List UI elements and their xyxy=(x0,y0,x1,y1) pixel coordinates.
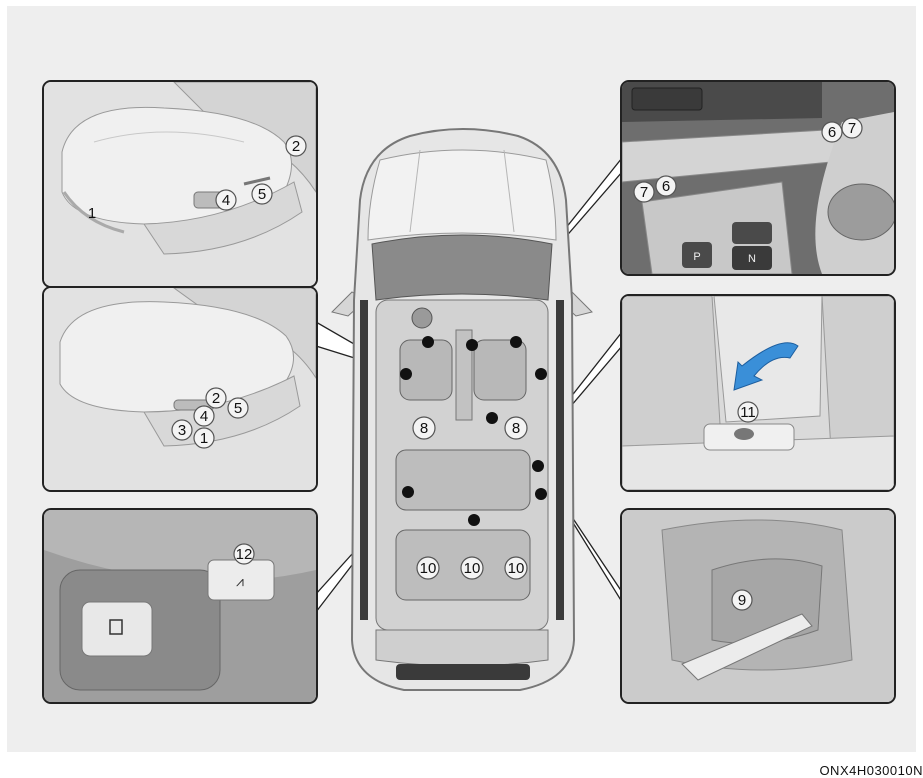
figure-code: ONX4H030010N xyxy=(819,763,923,778)
dot-passenger-rear-door-upper xyxy=(532,460,544,472)
seat-upper-label-2: 2 xyxy=(292,138,300,155)
seat-lower-label-1: 1 xyxy=(200,430,208,447)
dot-rear-center xyxy=(468,514,480,526)
console-n-button: N xyxy=(748,253,756,265)
panel-rear-seat-armrest: 11 xyxy=(620,294,896,492)
rear-door-label-9: 9 xyxy=(738,592,746,609)
console-label-7-right: 7 xyxy=(848,120,856,137)
seat-lower-label-2: 2 xyxy=(212,390,220,407)
seat-upper-label-5: 5 xyxy=(258,186,266,203)
panel-front-seat-upper: 1 2 4 5 xyxy=(42,80,318,288)
dot-driver-side xyxy=(400,368,412,380)
svg-text:⩘: ⩘ xyxy=(236,574,244,590)
panel-door-window-switch: ⩘ 12 xyxy=(42,508,318,704)
console-label-6-left: 6 xyxy=(662,178,670,195)
car-label-10-center: 10 xyxy=(464,560,481,577)
car-label-10-right: 10 xyxy=(508,560,525,577)
dot-passenger-rear-door-lower xyxy=(535,488,547,500)
dot-console-front xyxy=(466,339,478,351)
seat-upper-label-4: 4 xyxy=(222,192,230,209)
seat-upper-label-1: 1 xyxy=(88,205,96,222)
seat-lower-label-4: 4 xyxy=(200,408,208,425)
seat-lower-label-5: 5 xyxy=(234,400,242,417)
car-label-8-left: 8 xyxy=(420,420,428,437)
dot-passenger-seat xyxy=(510,336,522,348)
console-label-7-left: 7 xyxy=(640,184,648,201)
seat-lower-label-3: 3 xyxy=(178,422,186,439)
console-p-button: P xyxy=(693,251,700,263)
console-label-6-right: 6 xyxy=(828,124,836,141)
rear-seat-label-11: 11 xyxy=(740,404,756,421)
panel-front-seat-lower: 2 4 5 3 1 xyxy=(42,286,318,492)
dot-driver-seat xyxy=(422,336,434,348)
dot-driver-rear-door xyxy=(402,486,414,498)
door-label-12: 12 xyxy=(236,546,253,563)
dot-passenger-side xyxy=(535,368,547,380)
panel-center-console: P N 7 6 6 7 xyxy=(620,80,896,276)
panel-rear-door-handle: 9 xyxy=(620,508,896,704)
dot-center xyxy=(486,412,498,424)
car-label-8-right: 8 xyxy=(512,420,520,437)
car-label-10-left: 10 xyxy=(420,560,437,577)
